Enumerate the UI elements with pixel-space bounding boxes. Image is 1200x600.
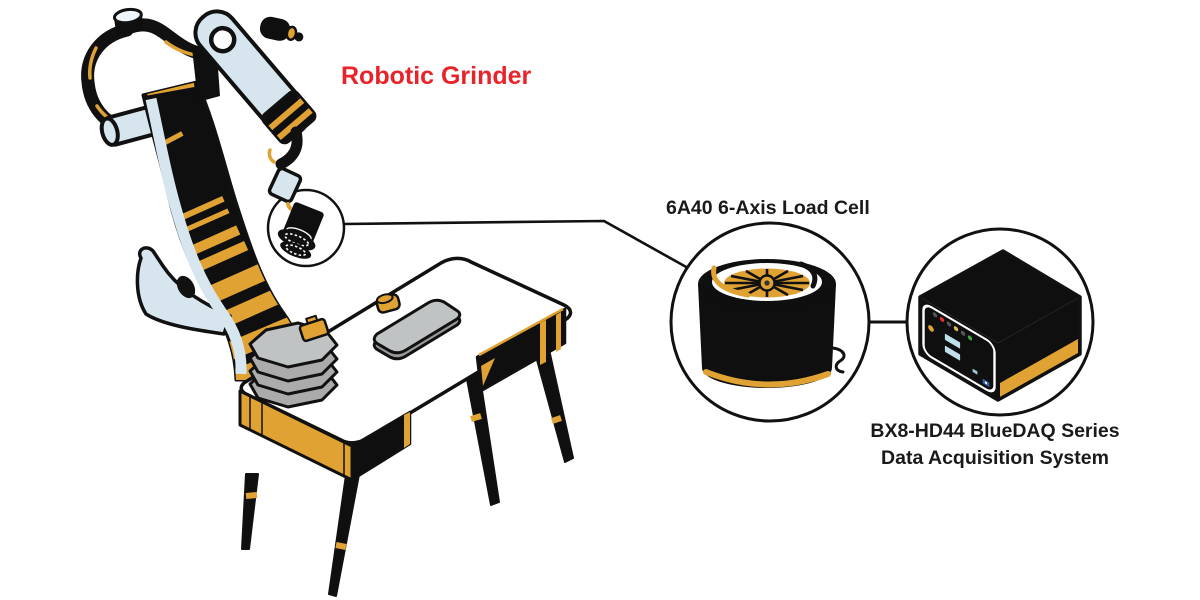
daq-led-icon <box>932 312 938 318</box>
workpiece-clamp-icon <box>375 293 401 314</box>
daq-usb-port-icon <box>943 331 962 351</box>
label-daq-line1: BX8-HD44 BlueDAQ Series <box>870 420 1119 442</box>
foot-hole-icon <box>176 275 196 299</box>
elbow-knob-icon <box>259 16 304 42</box>
robot-end-effector <box>267 126 324 259</box>
tower-pale-edge <box>145 97 247 375</box>
daq-led-red-icon <box>939 316 945 323</box>
arm-pivot-hole-icon <box>208 25 237 54</box>
daq-led-amber-icon <box>953 326 959 332</box>
callout-line-load-cell <box>342 219 690 270</box>
load-cell-cable <box>831 346 846 374</box>
daq-illustration <box>918 249 1082 402</box>
table-left-drawer <box>238 389 412 482</box>
daq-led-icon <box>946 321 952 327</box>
cable-cap-icon <box>112 7 145 35</box>
title-robotic-grinder: Robotic Grinder <box>341 62 532 90</box>
daq-gold-stripe <box>1000 339 1078 397</box>
daq-mini-port-icon <box>971 367 979 376</box>
robot-shoulder-axle <box>99 105 159 147</box>
robot-base-foot <box>135 246 232 336</box>
workpiece-stack <box>248 314 339 409</box>
grinder-spindle-icon <box>277 202 324 259</box>
label-daq-line2: Data Acquisition System <box>881 447 1109 469</box>
workpiece-plate <box>372 293 462 361</box>
workpiece-clamp-icon <box>298 314 330 343</box>
load-cell-illustration <box>698 259 846 388</box>
table-right-drawer <box>475 307 567 393</box>
daq-led-green-icon <box>967 335 973 341</box>
daq-usb-port-icon <box>943 343 962 363</box>
daq-led-icon <box>960 330 966 336</box>
daq-connector-icon <box>926 323 936 334</box>
daq-front-panel <box>920 297 998 400</box>
table-legs <box>241 344 574 597</box>
label-load-cell: 6A40 6-Axis Load Cell <box>666 197 870 219</box>
worktable-illustration <box>238 256 574 597</box>
